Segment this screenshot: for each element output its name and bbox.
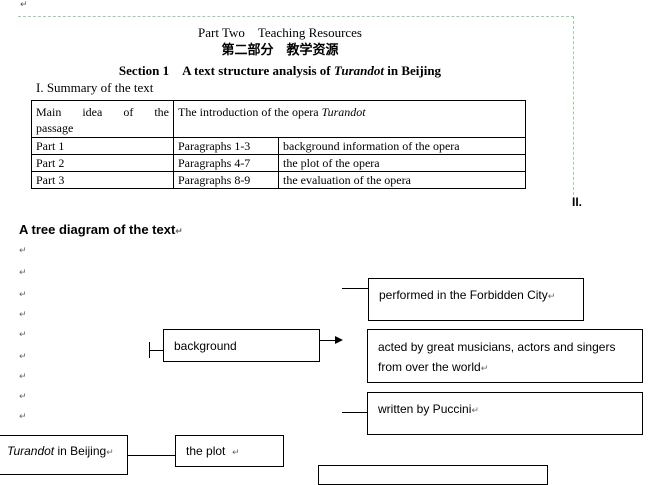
table-cell-part: Part 3	[31, 171, 174, 189]
section-number-ii: II.	[572, 195, 583, 209]
connector-line	[128, 455, 175, 456]
node-acted: acted by great musicians, actors and sin…	[367, 329, 643, 383]
paragraph-mark: ↵	[19, 352, 27, 362]
paragraph-mark: ↵	[471, 406, 479, 416]
table-cell-content: the evaluation of the opera	[278, 171, 526, 189]
node-performed: performed in the Forbidden City↵	[368, 278, 584, 321]
connector-line	[149, 342, 150, 358]
connector-line	[149, 350, 163, 351]
summary-heading: I. Summary of the text	[36, 80, 154, 95]
table-cell-paragraphs: Paragraphs 1-3	[173, 137, 279, 155]
header-main-idea-line1: Main idea of the	[36, 105, 169, 119]
header-main-idea: Main idea of the passage	[31, 100, 174, 138]
arrow-icon	[335, 336, 343, 344]
connector-line	[320, 340, 337, 341]
header-introduction-opera: Turandot	[321, 105, 366, 119]
part-title-chinese: 第二部分 教学资源	[221, 43, 339, 58]
section-title-opera: Turandot	[333, 63, 384, 78]
tree-heading: A tree diagram of the text↵	[19, 222, 183, 237]
table-row: Part 3 Paragraphs 8-9 the evaluation of …	[31, 171, 526, 189]
table-row: Part 1 Paragraphs 1-3 background informa…	[31, 137, 526, 155]
paragraph-mark: ↵	[547, 292, 556, 302]
table-cell-part: Part 1	[31, 137, 174, 155]
node-written-label: written by Puccini	[378, 402, 472, 416]
paragraph-mark: ↵	[19, 268, 27, 278]
paragraph-mark: ↵	[175, 227, 183, 237]
paragraph-mark: ↵	[232, 448, 240, 458]
summary-table: Main idea of the passage The introductio…	[31, 100, 526, 189]
paragraph-mark: ↵	[19, 290, 27, 300]
header-introduction: The introduction of the opera Turandot	[173, 100, 526, 138]
text-boundary-top	[18, 16, 574, 17]
node-partial	[318, 465, 548, 485]
node-root-opera: Turandot	[7, 444, 55, 458]
paragraph-mark: ↵	[106, 448, 114, 458]
text-boundary-right	[573, 16, 574, 200]
paragraph-mark: ↵	[19, 372, 27, 382]
paragraph-mark: ↵	[480, 364, 489, 374]
node-background-label: background	[174, 339, 237, 353]
table-header-row: Main idea of the passage The introductio…	[31, 100, 526, 138]
table-cell-paragraphs: Paragraphs 4-7	[173, 154, 279, 172]
paragraph-mark: ↵	[19, 310, 27, 320]
section-title-suffix: in Beijing	[383, 63, 442, 78]
part-title: Part Two Teaching Resources	[197, 25, 362, 40]
paragraph-mark: ↵	[19, 246, 27, 256]
return-mark: ↵	[20, 0, 28, 10]
connector-line	[342, 412, 367, 413]
paragraph-mark: ↵	[19, 392, 27, 402]
header-introduction-prefix: The introduction of the opera	[178, 105, 322, 119]
table-cell-part: Part 2	[31, 154, 174, 172]
connector-line	[342, 288, 368, 289]
node-background: background	[163, 329, 320, 362]
table-row: Part 2 Paragraphs 4-7 the plot of the op…	[31, 154, 526, 172]
header-main-idea-line2: passage	[36, 121, 74, 135]
table-cell-content: the plot of the opera	[278, 154, 526, 172]
table-cell-content: background information of the opera	[278, 137, 526, 155]
node-plot: the plot ↵	[175, 435, 284, 467]
node-plot-label: the plot	[186, 444, 226, 458]
tree-heading-text: A tree diagram of the text	[19, 222, 176, 237]
node-root-suffix: in Beijing	[54, 444, 107, 458]
node-written: written by Puccini↵	[367, 392, 643, 435]
node-acted-label: acted by great musicians, actors and sin…	[378, 340, 616, 374]
paragraph-mark: ↵	[19, 412, 27, 422]
node-performed-label: performed in the Forbidden City	[379, 288, 548, 302]
section-title: Section 1 A text structure analysis of T…	[0, 63, 560, 79]
table-cell-paragraphs: Paragraphs 8-9	[173, 171, 279, 189]
section-title-prefix: Section 1 A text structure analysis of	[118, 63, 334, 78]
node-root: Turandot in Beijing↵	[0, 435, 128, 475]
paragraph-mark: ↵	[19, 330, 27, 340]
